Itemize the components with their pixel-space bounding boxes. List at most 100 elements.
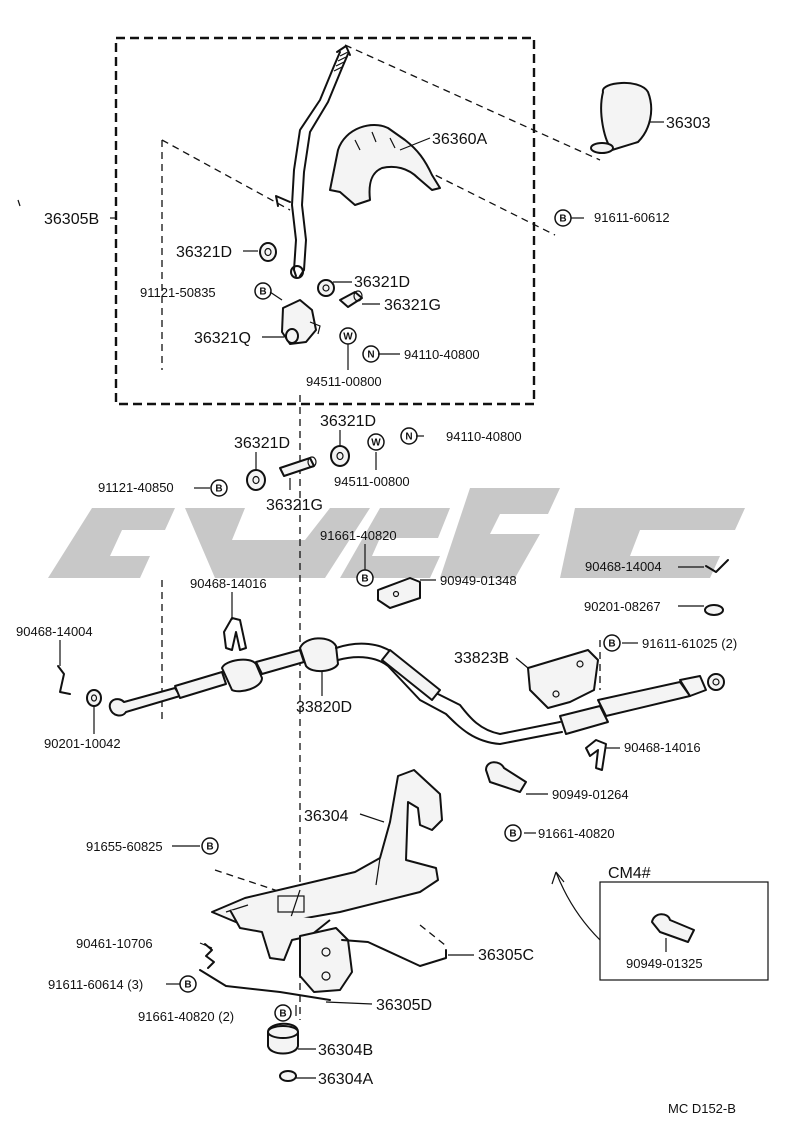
callout-36321g: 36321G (266, 497, 323, 514)
callout-94511-00800: 94511-00800 (306, 374, 382, 389)
callout-90468-14016: 90468-14016 (190, 576, 267, 591)
shift-knob-36303 (590, 81, 653, 154)
badge-n-marker: N (362, 345, 380, 363)
svg-text:W: W (371, 438, 381, 449)
boot-bracket-36360A (329, 124, 441, 206)
cable-bracket-33823B (527, 649, 599, 709)
callout-36321d: 36321D (320, 413, 376, 430)
callout-36321d: 36321D (234, 435, 290, 452)
spring-90461-10706 (204, 943, 215, 969)
svg-text:B: B (361, 574, 368, 585)
callout-90949-01348: 90949-01348 (440, 573, 517, 588)
cm4-inset-box (599, 881, 769, 981)
shift-cable-33820D (108, 637, 725, 745)
callout-90201-08267: 90201-08267 (584, 599, 661, 614)
washer-90201-08267 (704, 604, 724, 616)
callout-91611-60612: 91611-60612 (594, 210, 670, 225)
callout-90468-14004: 90468-14004 (16, 624, 93, 639)
lever-base-36304 (211, 769, 443, 961)
callout-91611-61025-2: 91611-61025 (2) (642, 636, 737, 651)
svg-text:B: B (259, 287, 266, 298)
badges: B B N W N W B B B B B B B (179, 209, 621, 1022)
diagram-code: MC D152-B (668, 1101, 736, 1116)
callout-91661-40820-2: 91661-40820 (2) (138, 1009, 234, 1024)
watermark-logo (48, 488, 745, 578)
clamp-90949-01348 (377, 577, 421, 609)
svg-text:B: B (206, 842, 213, 853)
bushing-36321D-lower-b (330, 445, 350, 467)
leader-lines (59, 121, 704, 1079)
shift-lever (275, 45, 351, 279)
svg-text:W: W (343, 332, 353, 343)
callout-90461-10706: 90461-10706 (76, 936, 153, 951)
badge-b-marker: B (356, 569, 374, 587)
callout-91661-40820: 91661-40820 (320, 528, 397, 543)
bushing-36321D-upper-a (259, 242, 277, 262)
svg-text:B: B (184, 980, 191, 991)
callout-36360a: 36360A (432, 131, 487, 148)
badge-b-marker: B (201, 837, 219, 855)
callout-36305d: 36305D (376, 997, 432, 1014)
callout-36304a: 36304A (318, 1071, 373, 1088)
pin-90468-14004-left (57, 665, 71, 695)
lever-seat-36321Q (281, 299, 321, 345)
callout-36304: 36304 (304, 808, 349, 825)
callout-94511-00800: 94511-00800 (334, 474, 410, 489)
callout-91655-60825: 91655-60825 (86, 839, 163, 854)
bushing-36321D-upper-b (317, 279, 335, 297)
callout-94110-40800: 94110-40800 (404, 347, 480, 362)
inset-pointer-arrow (555, 871, 601, 941)
washer-90201-10042 (86, 689, 102, 707)
callout-90949-01325: 90949-01325 (626, 956, 703, 971)
callout-36321g: 36321G (384, 297, 441, 314)
badge-b-marker: B (254, 282, 272, 300)
callout-90949-01264: 90949-01264 (552, 787, 629, 802)
svg-text:B: B (509, 829, 516, 840)
callout-94110-40800: 94110-40800 (446, 429, 522, 444)
clamp-90949-01264 (485, 761, 527, 793)
svg-text:N: N (367, 350, 374, 361)
callout-91661-40820: 91661-40820 (538, 826, 615, 841)
clamp-90949-01325 (651, 913, 695, 943)
badge-b-marker: B (504, 824, 522, 842)
callout-33823b: 33823B (454, 650, 509, 667)
svg-text:B: B (608, 639, 615, 650)
svg-text:N: N (405, 432, 412, 443)
bracket-36305D (299, 927, 353, 993)
callout-36321q: 36321Q (194, 330, 251, 347)
callout-36321d: 36321D (354, 274, 410, 291)
callout-91121-50835: 91121-50835 (140, 285, 216, 300)
svg-text:B: B (559, 214, 566, 225)
callout-90468-14016: 90468-14016 (624, 740, 701, 755)
clip-90468-14016-left (223, 617, 247, 651)
callout-36305c: 36305C (478, 947, 534, 964)
badge-w-marker: W (367, 433, 385, 451)
callout-cm4: CM4# (608, 865, 651, 882)
badge-b-marker: B (603, 634, 621, 652)
badge-b-marker: B (210, 479, 228, 497)
callout-90468-14004: 90468-14004 (585, 559, 662, 574)
scan-mark (17, 199, 21, 207)
callout-36321d: 36321D (176, 244, 232, 261)
bushing-36321D-lower-a (246, 469, 266, 491)
callout-91611-60614-3: 91611-60614 (3) (48, 977, 143, 992)
callout-91121-40850: 91121-40850 (98, 480, 174, 495)
svg-text:B: B (279, 1009, 286, 1020)
part-callouts: 36303 36360A 36305B 91611-60612 36321D 36321D… (16, 115, 737, 1088)
badge-b-marker: B (554, 209, 572, 227)
clip-90468-14016-right (585, 739, 607, 771)
callout-36305b: 36305B (44, 211, 99, 228)
callout-90201-10042: 90201-10042 (44, 736, 121, 751)
collar-36321G-upper (339, 290, 363, 308)
svg-text:B: B (215, 484, 222, 495)
badge-n-marker: N (400, 427, 418, 445)
badge-b-marker: B (179, 975, 197, 993)
collar-36321G-lower (279, 456, 317, 477)
rod-36305C (199, 939, 447, 1001)
badge-w-marker: W (339, 327, 357, 345)
callout-33820d: 33820D (296, 699, 352, 716)
callout-36303: 36303 (666, 115, 711, 132)
pin-90468-14004-right (705, 559, 729, 573)
